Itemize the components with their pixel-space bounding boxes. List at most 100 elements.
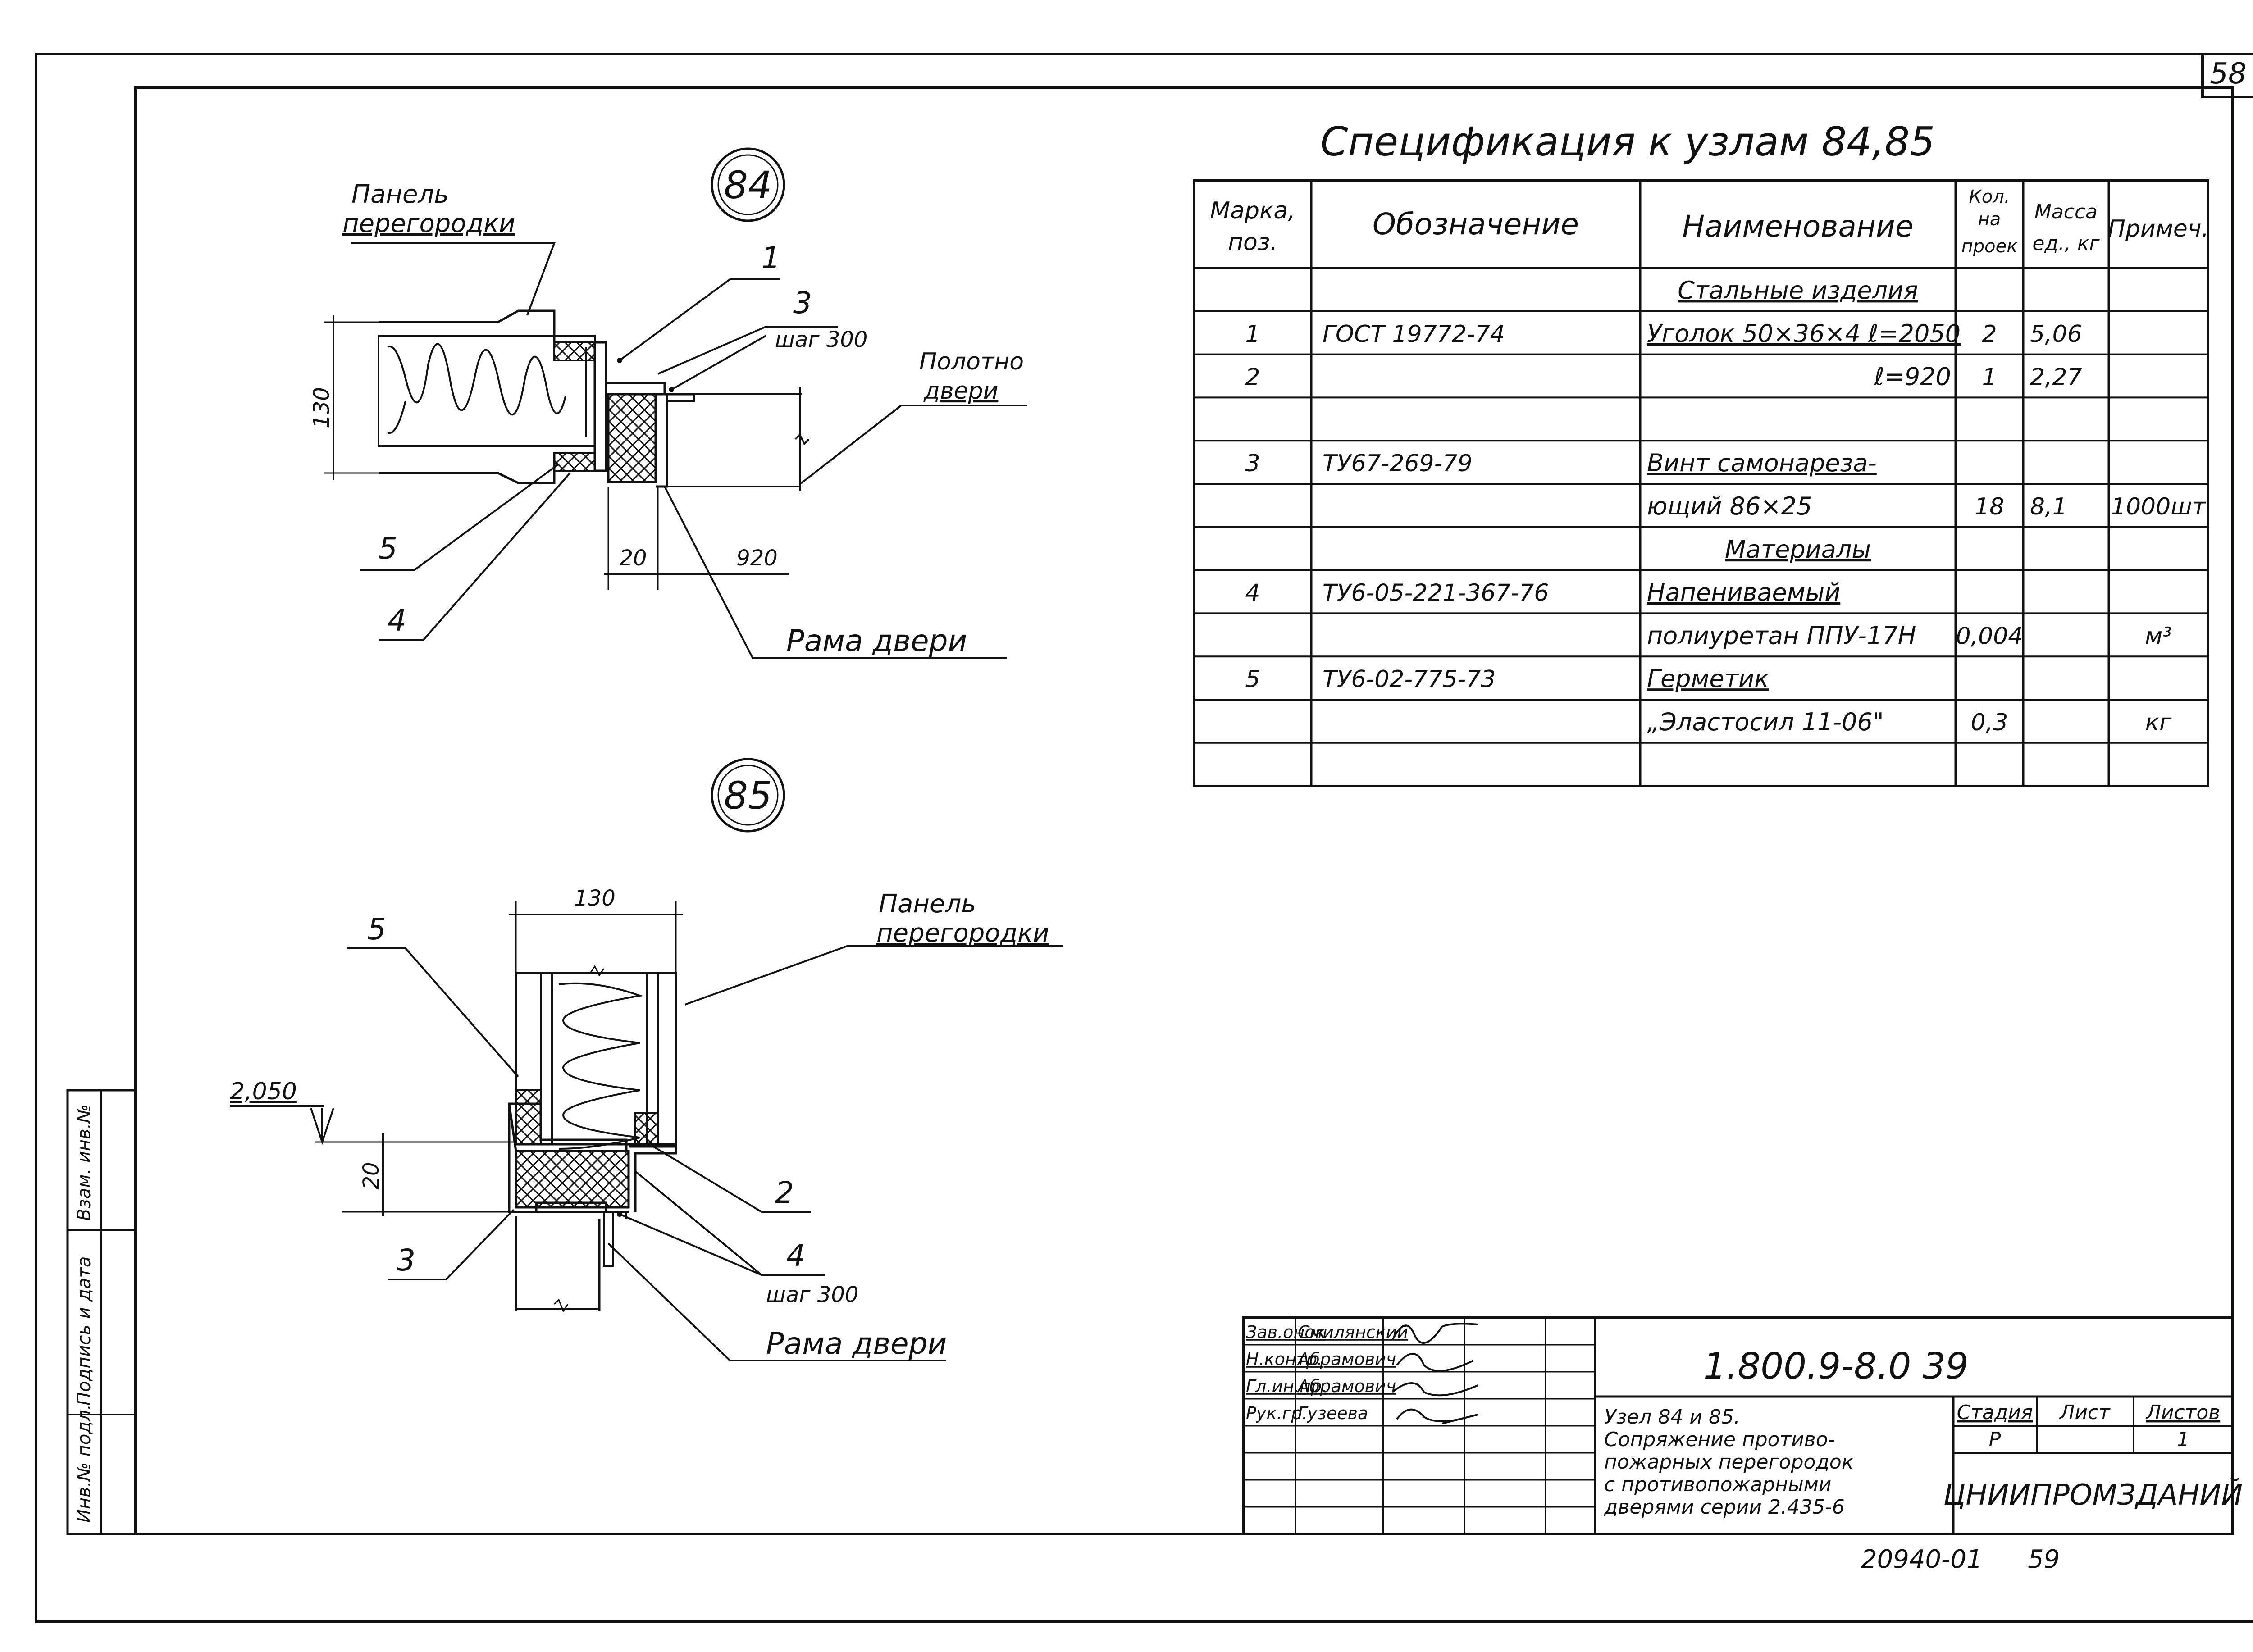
spec-title: Спецификация к узлам 84,85 <box>1320 118 1935 165</box>
spec-cell: Материалы <box>1725 535 1871 564</box>
spec-cell: 5,06 <box>2030 321 2082 348</box>
tb-desc-4: с противопожарными <box>1604 1473 1831 1496</box>
spec-cell: 2 <box>1245 364 1260 391</box>
node-84-circle <box>711 147 785 222</box>
spec-cell: 2,27 <box>2030 364 2082 391</box>
node-85-dim-gap: 20 <box>359 1162 384 1189</box>
spec-cell: 5 <box>1245 666 1260 693</box>
left-strip: Инв.№ подл. Подпись и дата Взам. инв.№ <box>66 1089 137 1535</box>
tb-role-2: Н.контр. <box>1246 1349 1323 1369</box>
spec-cell: 1 <box>1982 364 1997 391</box>
tb-role-3: Гл.ин.пр. <box>1246 1376 1327 1396</box>
strip-sign-label: Подпись и дата <box>74 1256 95 1406</box>
spec-cell: 0,3 <box>1971 709 2008 736</box>
spec-cell: ТУ6-02-775-73 <box>1323 666 1496 693</box>
spec-cell: 0,004 <box>1956 623 2023 650</box>
spec-cell: 3 <box>1245 450 1260 477</box>
node-84-panel-label-2: перегородки <box>342 209 515 238</box>
tb-code: 1.800.9-8.0 39 <box>1703 1345 1969 1387</box>
spec-hdr-qty-3: проек <box>1961 236 2018 257</box>
spec-hdr-note: Примеч. <box>2108 215 2209 242</box>
spec-cell: Напениваемый <box>1647 578 1840 607</box>
spec-cell: м³ <box>2145 623 2172 650</box>
signature-scribbles <box>1391 1323 1478 1424</box>
tb-desc-3: пожарных перегородок <box>1604 1451 1854 1474</box>
spec-cell: ℓ=920 <box>1874 363 1951 391</box>
spec-hdr-mass-1: Масса <box>2034 200 2098 223</box>
spec-hdr-name: Наименование <box>1683 209 1914 244</box>
node-84-dim-gap: 20 <box>619 546 647 571</box>
node-84-leaf-label-2: двери <box>923 378 998 405</box>
spec-cell: Винт самонареза- <box>1647 449 1877 477</box>
spec-cell: Уголок 50×36×4 ℓ=2050 <box>1647 319 1961 348</box>
tb-desc-1: Узел 84 и 85. <box>1604 1406 1740 1429</box>
tb-person-2: Абрамович <box>1296 1349 1396 1369</box>
tb-person-4: Гузеева <box>1298 1403 1368 1423</box>
strip-inv-label: Инв.№ подл. <box>74 1404 95 1523</box>
node-85-number: 85 <box>724 774 772 818</box>
bottom-page: 59 <box>2028 1545 2060 1574</box>
node-84-dim-width: 920 <box>736 546 778 571</box>
node-84-callout-1: 1 <box>762 241 780 275</box>
node-85-circle <box>711 758 785 833</box>
inner-frame <box>134 86 2234 1535</box>
spec-hdr-qty-1: Кол. <box>1969 187 2010 207</box>
tb-sheets-hdr: Листов <box>2145 1401 2220 1424</box>
title-block: Зав.онок Смилянский Н.контр. Абрамович Г… <box>1242 1316 2243 1535</box>
spec-cell: 4 <box>1245 580 1260 607</box>
node-85-step: шаг 300 <box>766 1282 858 1307</box>
spec-hdr-mark-2: поз. <box>1228 229 1277 256</box>
spec-cell: 18 <box>1975 493 2004 520</box>
spec-cell: полиуретан ППУ-17Н <box>1647 621 1916 650</box>
page-number: 58 <box>2210 57 2246 91</box>
spec-cell: Стальные изделия <box>1678 276 1918 305</box>
node-85-callout-4: 3 <box>397 1243 415 1278</box>
tb-sheets: 1 <box>2177 1428 2189 1451</box>
node-84-frame-label: Рама двери <box>786 623 967 658</box>
tb-stage: Р <box>1989 1428 2001 1451</box>
spec-hdr-mass-2: ед., кг <box>2032 232 2100 255</box>
spec-cell: 2 <box>1982 321 1997 348</box>
node-85-frame-label: Рама двери <box>766 1326 947 1361</box>
page-number-box <box>2201 54 2253 98</box>
tb-person-3: Абрамович <box>1296 1376 1396 1396</box>
spec-cell: 8,1 <box>2030 493 2067 520</box>
node-85-panel-label-1: Панель <box>879 889 976 919</box>
node-84-callout-5: 5 <box>379 531 397 566</box>
node-85: 85 130 20 2,050 <box>230 758 1063 1361</box>
tb-desc-2: Сопряжение противо- <box>1604 1428 1835 1451</box>
node-84-leaf-label-1: Полотно <box>919 348 1024 375</box>
bottom-code: 20940-01 <box>1861 1545 1983 1574</box>
tb-org: ЦНИИПРОМЗДАНИЙ <box>1943 1478 2243 1512</box>
node-85-callout-2: 2 <box>775 1175 794 1210</box>
node-84-panel-label-1: Панель <box>351 180 449 209</box>
tb-desc-5: дверями серии 2.435-6 <box>1604 1496 1845 1519</box>
tb-role-1: Зав.онок <box>1246 1322 1325 1342</box>
tb-role-4: Рук.гр. <box>1246 1403 1308 1423</box>
spec-cell: ТУ6-05-221-367-76 <box>1323 580 1549 607</box>
node-85-frame-block <box>515 1150 630 1209</box>
spec-cell: „Эластосил 11-06" <box>1647 708 1884 736</box>
node-84-insulation <box>387 343 566 416</box>
strip-replace-label: Взам. инв.№ <box>74 1104 95 1221</box>
spec-cell: ТУ67-269-79 <box>1323 450 1473 477</box>
tb-person-1: Смилянский <box>1298 1322 1408 1342</box>
node-84-callout-4: 4 <box>388 603 406 638</box>
node-85-callout-5: 5 <box>367 912 386 947</box>
node-84: 84 130 20 920 Панель перегородки <box>309 147 1027 659</box>
node-85-dim-level: 2,050 <box>230 1078 297 1105</box>
node-84-frame-block <box>607 393 657 483</box>
node-84-dim-height: 130 <box>309 387 334 428</box>
spec-cell: 1 <box>1245 321 1260 348</box>
outer-border <box>35 53 2253 1623</box>
node-84-step: шаг 300 <box>775 327 867 352</box>
spec-hdr-designation: Обозначение <box>1373 207 1579 241</box>
spec-cell: кг <box>2145 709 2172 736</box>
node-85-dim-width: 130 <box>574 886 616 911</box>
node-85-callout-3: 4 <box>786 1238 805 1273</box>
spec-hdr-qty-2: на <box>1978 209 2001 230</box>
tb-sheet-hdr: Лист <box>2059 1401 2111 1424</box>
node-85-insulation <box>558 982 643 1150</box>
node-84-number: 84 <box>724 163 772 207</box>
